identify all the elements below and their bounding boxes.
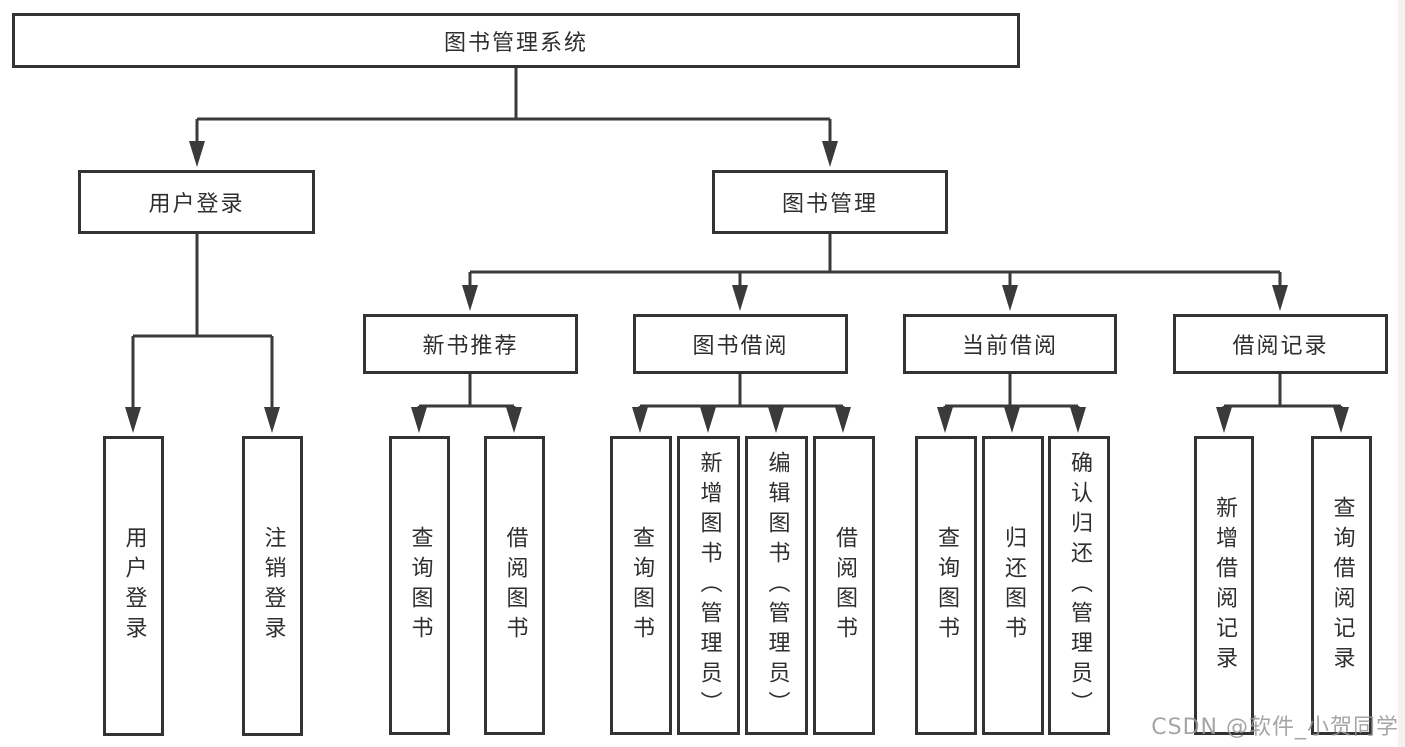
node-borrow-books: 借阅图书 xyxy=(813,436,875,735)
node-current-borrowing: 当前借阅 xyxy=(903,314,1117,374)
node-query-books: 查询图书 xyxy=(389,436,450,735)
csdn-watermark: CSDN @软件_小贺同学 xyxy=(1151,715,1399,740)
node-query-books: 查询图书 xyxy=(610,436,672,735)
arrowheads xyxy=(125,141,1349,433)
right-edge-strip xyxy=(1398,0,1405,747)
node-borrow-books: 借阅图书 xyxy=(484,436,545,735)
node-user-login-leaf: 用户登录 xyxy=(103,436,164,736)
node-logout-leaf: 注销登录 xyxy=(242,436,303,736)
node-confirm-return-admin: 确认归还（管理员） xyxy=(1048,436,1110,735)
node-borrowing-records: 借阅记录 xyxy=(1173,314,1388,374)
node-book-management: 图书管理 xyxy=(712,170,948,234)
node-add-books-admin: 新增图书（管理员） xyxy=(677,436,740,735)
node-return-books: 归还图书 xyxy=(982,436,1044,735)
node-library-system: 图书管理系统 xyxy=(12,13,1020,68)
node-book-borrowing: 图书借阅 xyxy=(633,314,848,374)
node-edit-books-admin: 编辑图书（管理员） xyxy=(745,436,808,735)
node-query-borrow-record: 查询借阅记录 xyxy=(1311,436,1372,735)
node-query-books: 查询图书 xyxy=(915,436,977,735)
node-user-login: 用户登录 xyxy=(78,170,315,234)
node-add-borrow-record: 新增借阅记录 xyxy=(1194,436,1254,735)
node-new-book-recommendation: 新书推荐 xyxy=(363,314,578,374)
